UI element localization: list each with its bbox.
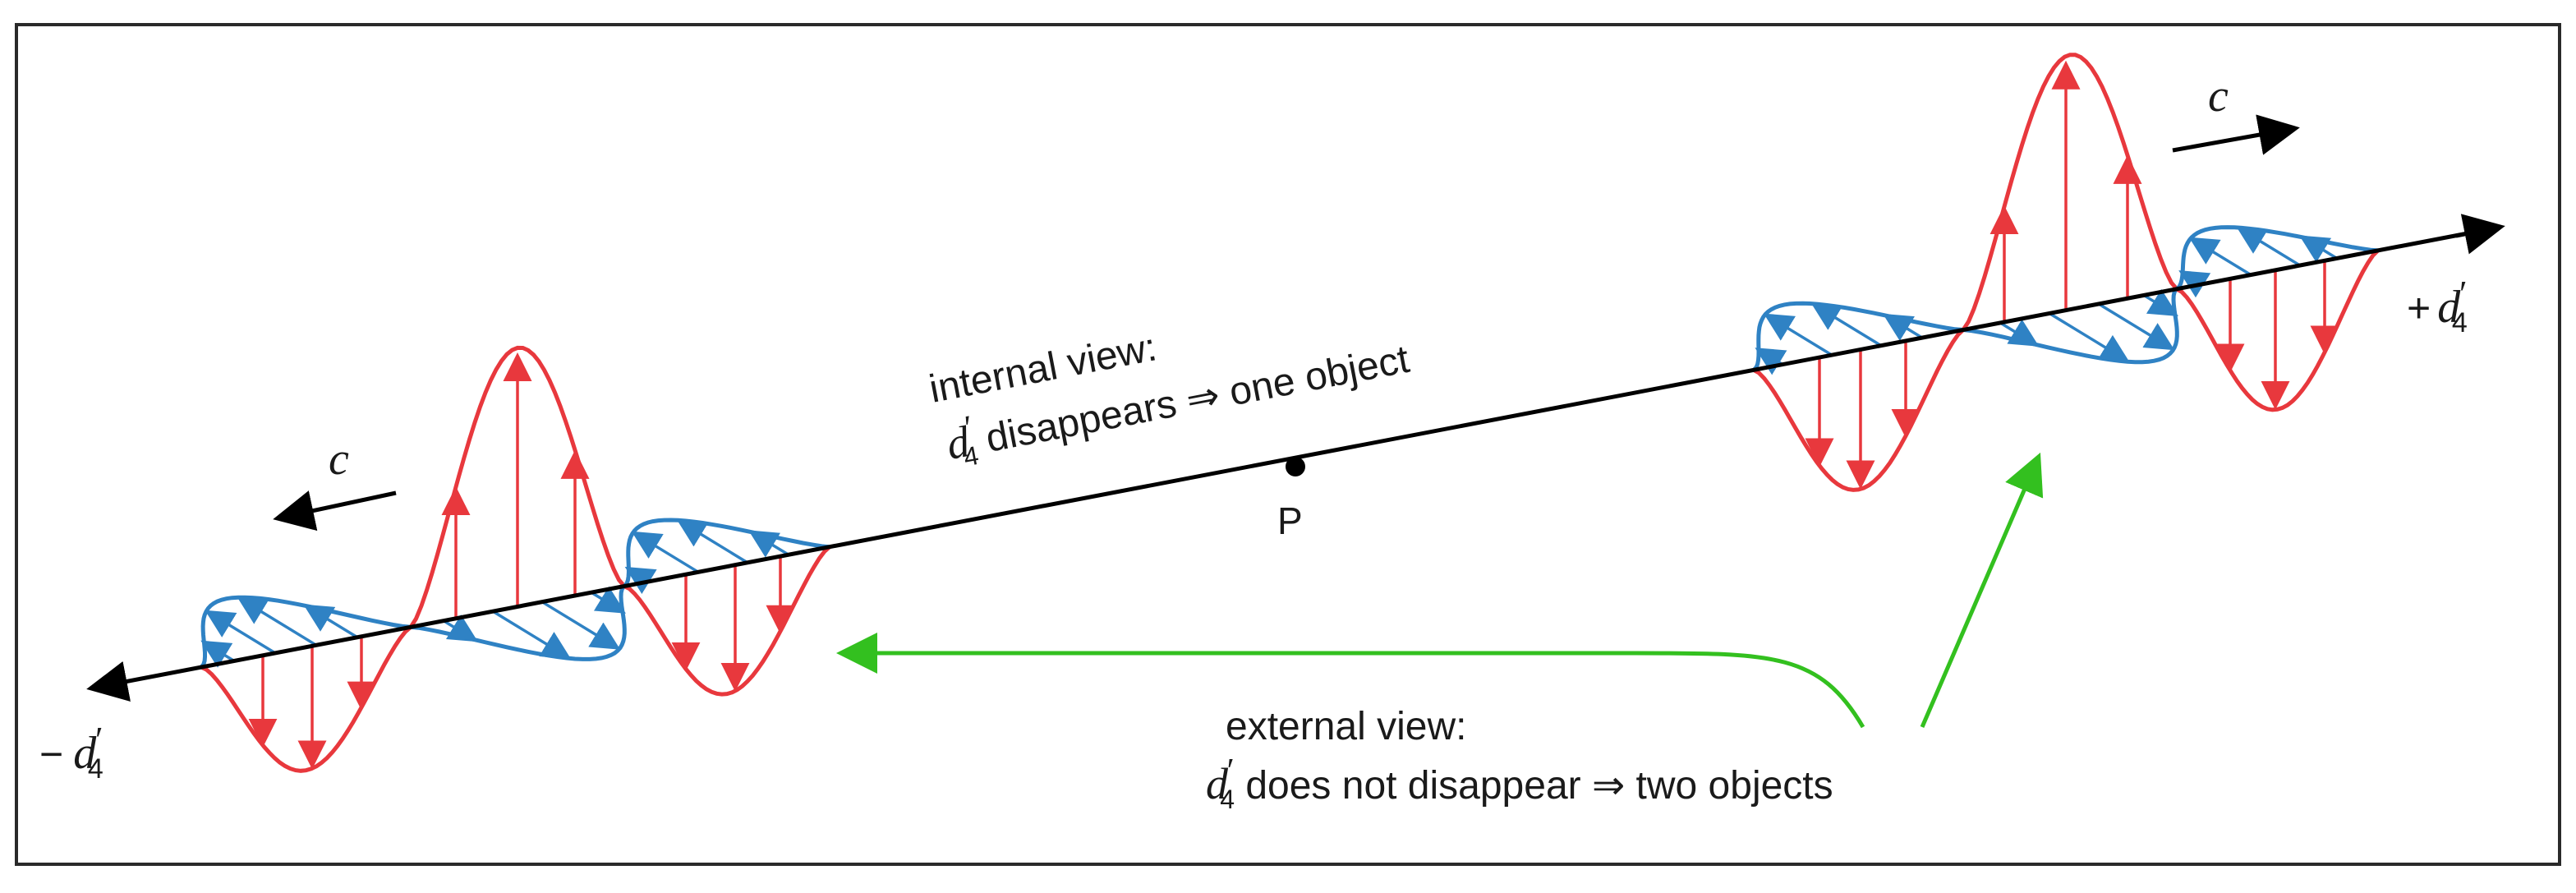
d4-axis-positive-head: [2455, 214, 2505, 255]
negative-axis-label: −d′4: [39, 720, 104, 785]
right-speed-label: c: [2208, 71, 2229, 122]
left-blue-lobe-2-outline: [410, 584, 627, 661]
right-blue-lobe-1-arrow: [1883, 313, 1923, 342]
right-blue-lobe-1-arrow: [1764, 313, 1833, 357]
left-blue-lobe-1-arrow: [237, 596, 317, 647]
right-velocity-arrow: [2172, 114, 2300, 155]
right-red-lobe-1-outline: [1752, 328, 1965, 492]
green-arrow-to-left-packet: [836, 633, 1865, 729]
left-red-lobe-3-outline: [623, 545, 831, 697]
left-blue-lobe-2-arrow: [443, 615, 478, 642]
point-p-label: P: [1277, 499, 1303, 542]
internal-view-annotation: internal view: d′4 disappears ⇒ one obje…: [926, 325, 1414, 475]
right-blue-lobe-1-arrow: [1810, 302, 1882, 348]
left-blue-lobe-1-arrow: [303, 604, 358, 639]
point-p: [1286, 457, 1305, 476]
internal-view-line2: d′4 disappears ⇒ one object: [941, 326, 1414, 475]
external-view-line1: external view:: [1226, 705, 1466, 748]
right-blue-lobe-2-arrow: [2143, 288, 2178, 317]
right-blue-lobe-3-arrow: [2188, 237, 2252, 277]
external-view-line2: d′4 does not disappear ⇒ two objects: [1206, 753, 1833, 814]
left-blue-lobe-1-arrow: [200, 640, 235, 668]
green-arrow-to-right-packet: [1920, 452, 2044, 728]
left-blue-lobe-3-arrow: [624, 566, 657, 595]
left-blue-lobe-3-arrow: [748, 530, 789, 558]
left-speed-label: c: [329, 434, 349, 485]
left-red-lobe-2-outline: [408, 345, 626, 628]
left-blue-lobe-2-arrow: [541, 601, 621, 650]
left-velocity-arrow: [273, 490, 397, 532]
wave-packets: [200, 53, 2380, 773]
right-blue-lobe-2-arrow: [2049, 311, 2130, 362]
left-blue-lobe-3-arrow: [676, 519, 748, 564]
left-blue-lobe-3-arrow: [631, 531, 699, 573]
positive-axis-label: +d′4: [2407, 274, 2468, 338]
right-blue-lobe-1-arrow: [1755, 348, 1787, 375]
figure-frame: [15, 23, 2561, 866]
left-blue-lobe-2-arrow: [492, 610, 572, 660]
left-blue-lobe-1-arrow: [205, 610, 276, 655]
left-blue-lobe-2-arrow: [591, 586, 626, 614]
right-blue-lobe-3-arrow: [2299, 235, 2338, 263]
left-red-lobe-1-outline: [200, 625, 412, 773]
right-red-lobe-3-outline: [2175, 249, 2380, 412]
right-blue-lobe-3-arrow: [2178, 270, 2211, 298]
right-blue-lobe-3-arrow: [2236, 226, 2301, 267]
right-red-lobe-2-outline: [1961, 53, 2178, 331]
right-blue-lobe-2-arrow: [1999, 319, 2040, 347]
right-blue-lobe-2-arrow: [2098, 302, 2175, 351]
